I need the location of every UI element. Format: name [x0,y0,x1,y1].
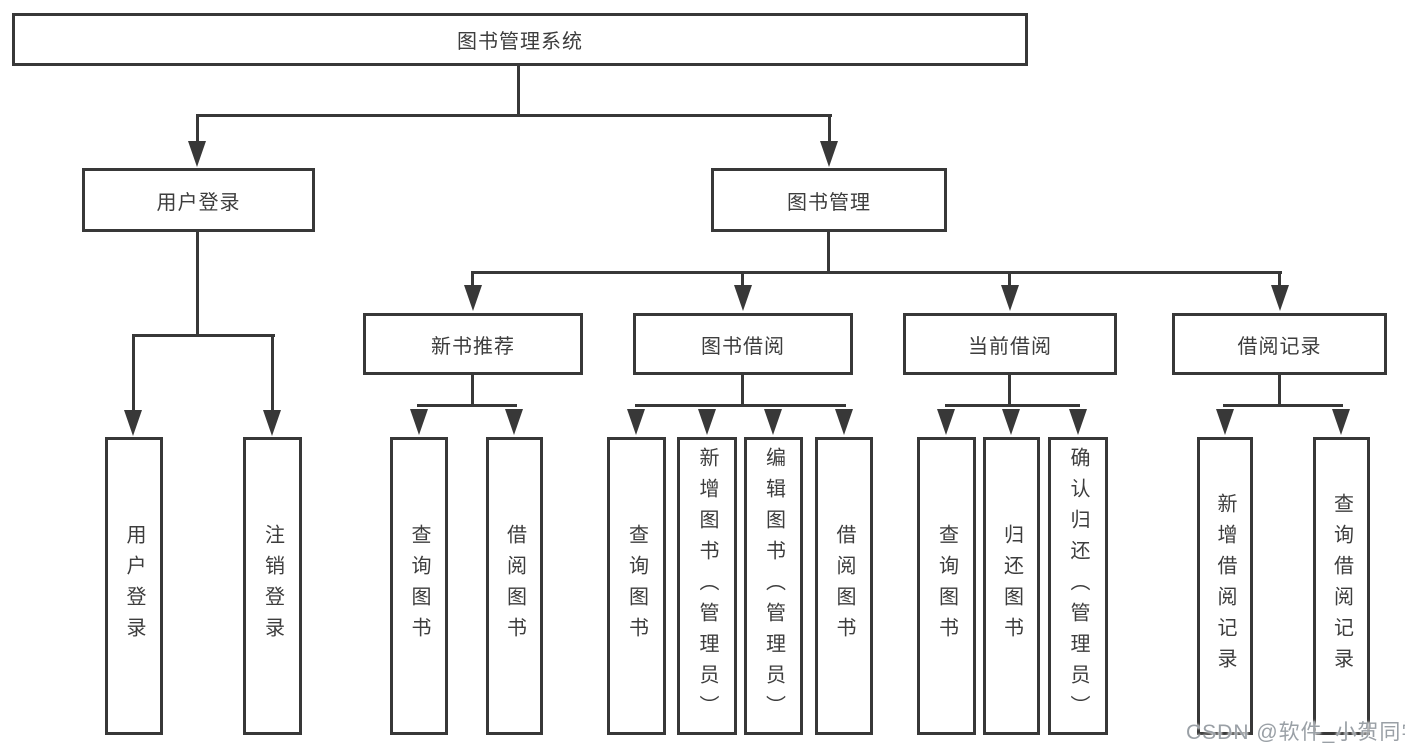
arrowhead-icon [1332,409,1350,435]
connector-line [635,404,846,407]
arrowhead-icon [464,285,482,311]
connector-line [1008,271,1011,287]
connector-line [741,373,744,406]
arrowhead-icon [698,409,716,435]
connector-line [471,271,1282,274]
node-user-login: 用户登录 [82,168,315,232]
leaf-add-borrow-record-label: 新增借阅记录 [1214,493,1236,679]
leaf-logout: 注销登录 [243,437,302,735]
connector-line [471,373,474,406]
leaf-query-borrow-record-label: 查询借阅记录 [1330,493,1353,679]
connector-line [1008,373,1011,406]
connector-line [828,114,831,146]
node-current-borrow-label: 当前借阅 [968,335,1052,358]
leaf-logout-label: 注销登录 [261,524,284,648]
arrowhead-icon [734,285,752,311]
leaf-query-books-recommend: 查询图书 [390,437,448,735]
node-user-login-label: 用户登录 [156,191,241,214]
node-root-label: 图书管理系统 [457,31,583,53]
connector-line [471,271,474,287]
arrowhead-icon [1069,409,1087,435]
arrowhead-icon [188,141,206,167]
arrowhead-icon [124,410,142,436]
arrowhead-icon [764,409,782,435]
leaf-borrow-books: 借阅图书 [815,437,873,735]
leaf-borrow-books-recommend-label: 借阅图书 [503,524,526,648]
connector-line [132,334,135,410]
arrowhead-icon [820,141,838,167]
connector-line [1223,404,1343,407]
leaf-add-book-admin: 新增图书（管理员） [677,437,737,735]
arrowhead-icon [263,410,281,436]
leaf-return-books: 归还图书 [983,437,1040,735]
node-book-borrow-label: 图书借阅 [701,335,785,358]
arrowhead-icon [505,409,523,435]
connector-line [1278,271,1281,287]
arrowhead-icon [1216,409,1234,435]
connector-line [827,230,830,273]
connector-line [196,114,199,146]
connector-line [741,271,744,287]
connector-line [196,230,199,336]
leaf-user-login: 用户登录 [105,437,163,735]
leaf-query-borrow-record: 查询借阅记录 [1313,437,1370,735]
node-borrow-records-label: 借阅记录 [1237,335,1322,358]
arrowhead-icon [627,409,645,435]
connector-line [517,64,520,117]
node-new-book-recommend: 新书推荐 [363,313,583,375]
leaf-return-books-label: 归还图书 [1000,524,1023,648]
connector-line [271,334,274,410]
node-book-borrow: 图书借阅 [633,313,853,375]
csdn-watermark: CSDN @软件_小贺同学 [1186,721,1405,744]
leaf-confirm-return-admin-label: 确认归还（管理员） [1067,446,1089,726]
node-root: 图书管理系统 [12,13,1028,66]
leaf-query-books-recommend-label: 查询图书 [408,524,430,648]
leaf-query-books-borrow-label: 查询图书 [625,524,648,648]
leaf-query-books-current: 查询图书 [917,437,976,735]
node-book-management: 图书管理 [711,168,947,232]
connector-line [945,404,1080,407]
connector-line [1278,373,1281,406]
leaf-query-books-current-label: 查询图书 [935,524,958,648]
leaf-add-borrow-record: 新增借阅记录 [1197,437,1253,735]
leaf-add-book-admin-label: 新增图书（管理员） [696,446,718,726]
connector-line [132,334,275,337]
node-new-book-recommend-label: 新书推荐 [431,335,515,358]
arrowhead-icon [410,409,428,435]
leaf-edit-book-admin: 编辑图书（管理员） [744,437,803,735]
leaf-borrow-books-label: 借阅图书 [833,524,855,648]
arrowhead-icon [1271,285,1289,311]
arrowhead-icon [835,409,853,435]
leaf-query-books-borrow: 查询图书 [607,437,666,735]
arrowhead-icon [1002,409,1020,435]
connector-line [417,404,517,407]
arrowhead-icon [1001,285,1019,311]
node-book-management-label: 图书管理 [787,191,871,214]
arrowhead-icon [937,409,955,435]
node-current-borrow: 当前借阅 [903,313,1117,375]
leaf-user-login-label: 用户登录 [123,524,145,648]
leaf-borrow-books-recommend: 借阅图书 [486,437,543,735]
leaf-edit-book-admin-label: 编辑图书（管理员） [762,446,785,726]
connector-line [196,114,832,117]
leaf-confirm-return-admin: 确认归还（管理员） [1048,437,1108,735]
node-borrow-records: 借阅记录 [1172,313,1387,375]
